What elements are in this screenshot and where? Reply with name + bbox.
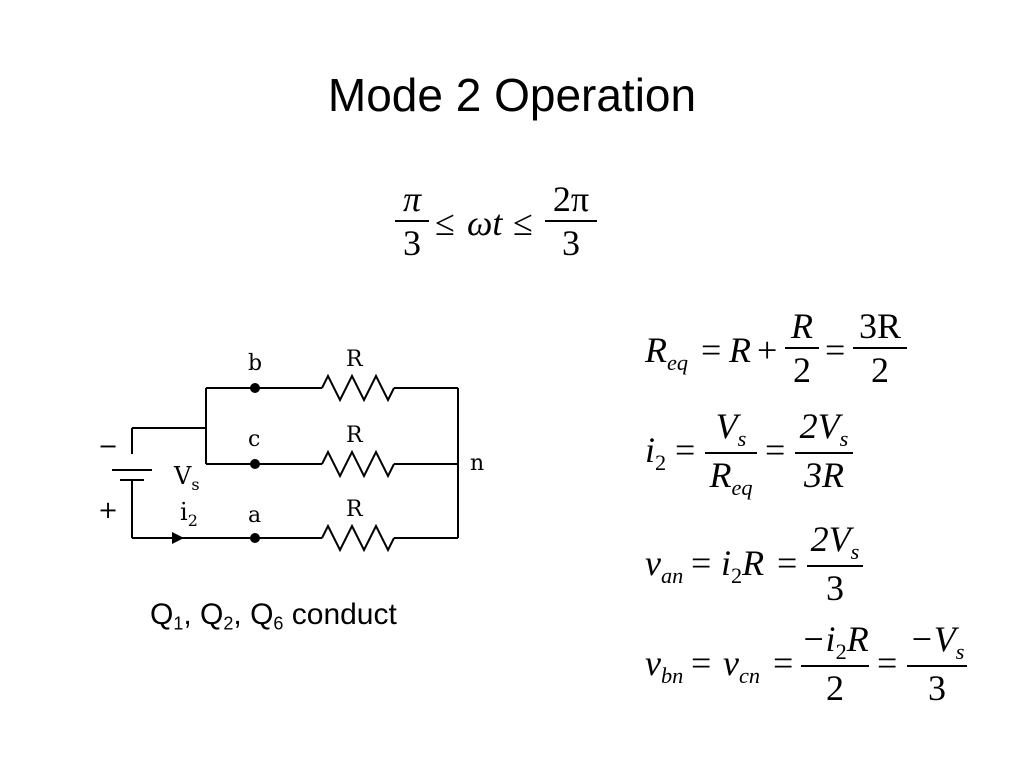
node-b-dot — [250, 383, 260, 393]
resistor-c — [321, 449, 395, 479]
source-plus-sign: + — [98, 496, 118, 524]
vbn-lhs-sub: bn — [660, 662, 684, 688]
van-lhs-sub: an — [660, 562, 684, 588]
req-lhs: R — [645, 330, 667, 370]
vbn-mid-sub: cn — [738, 662, 761, 688]
node-c-label: c — [248, 427, 260, 452]
circuit-diagram: b c a n R R R − + Vs i2 — [98, 347, 484, 553]
van-frac-den: 3 — [826, 567, 844, 608]
caption-q2-sub: 2 — [223, 613, 234, 634]
condition-op-1: ≤ — [435, 203, 455, 243]
van-eq-1: = — [691, 543, 712, 583]
equation-van: van = i2R = 2Vs 3 — [645, 518, 875, 610]
caption-sep-1: , — [183, 598, 201, 631]
i2-frac2-num-sub: s — [839, 425, 849, 451]
source-minus-sign: − — [98, 432, 118, 460]
vbn-lhs: v — [645, 643, 661, 683]
req-frac2-num: 3R — [858, 306, 901, 346]
i2-frac1-den-sub: eq — [731, 474, 753, 500]
slide-title: Mode 2 Operation — [327, 69, 697, 121]
caption-q2: Q — [200, 598, 224, 631]
vbn-frac1-num: −i — [801, 619, 836, 659]
van-lhs: v — [645, 543, 661, 583]
van-frac-num-sub: s — [850, 538, 860, 564]
van-frac-num: 2V — [810, 519, 851, 559]
van-mid: i — [721, 543, 732, 583]
node-n-label: n — [470, 451, 484, 476]
i2-eq-2: = — [765, 430, 786, 470]
vbn-frac2-den: 3 — [928, 667, 946, 708]
van-mid-tail: R — [742, 543, 765, 583]
req-plus: + — [757, 330, 778, 370]
condition-middle: ωt — [467, 203, 503, 243]
i2-lhs-sub: 2 — [655, 449, 667, 475]
i2-frac1-den: R — [709, 454, 732, 495]
caption-q6: Q — [250, 598, 274, 631]
caption-q6-sub: 6 — [273, 613, 284, 634]
node-c-dot — [250, 459, 260, 469]
current-label-main: i — [180, 498, 188, 526]
i2-frac1-num: V — [715, 406, 738, 446]
current-label-sub: 2 — [188, 511, 198, 530]
vbn-eq-3: = — [877, 643, 898, 683]
conducting-switches-caption: Q1, Q2, Q6 conduct — [150, 598, 397, 634]
req-eq-1: = — [701, 330, 722, 370]
condition-rhs-denominator: 3 — [562, 223, 580, 263]
vbn-frac1-den: 2 — [826, 667, 844, 708]
i2-lhs: i — [645, 430, 656, 470]
equation-req: Req = R + R 2 = 3R 2 — [645, 305, 915, 395]
caption-q1-sub: 1 — [173, 613, 184, 634]
condition-lhs-denominator: 3 — [403, 223, 421, 263]
operation-condition: π 3 ≤ ωt ≤ 2π 3 — [395, 178, 610, 273]
caption-q1: Q — [150, 598, 174, 631]
caption-tail: conduct — [283, 598, 397, 631]
vbn-frac1-num-sub: 2 — [835, 638, 847, 664]
node-b-label: b — [248, 351, 262, 376]
van-eq-2: = — [777, 543, 798, 583]
resistor-a — [321, 523, 395, 553]
req-frac1-den: 2 — [793, 350, 811, 390]
source-label: Vs — [173, 462, 200, 494]
vbn-frac2-num: −V — [909, 619, 956, 659]
condition-rhs-numerator: 2π — [552, 179, 590, 219]
req-frac2-den: 2 — [871, 350, 889, 390]
vbn-frac1-num-tail: R — [846, 619, 869, 659]
current-arrow-icon — [172, 532, 184, 544]
req-lhs-sub: eq — [667, 349, 689, 375]
equation-vbn: vbn = vcn = −i2R 2 = −Vs 3 — [645, 618, 975, 710]
vbn-eq-2: = — [773, 643, 794, 683]
req-eq-2: = — [825, 330, 846, 370]
resistor-b — [321, 373, 395, 403]
resistor-c-label: R — [346, 423, 364, 448]
i2-frac1-num-sub: s — [737, 425, 747, 451]
req-frac1-num: R — [791, 306, 813, 346]
node-a-dot — [250, 533, 260, 543]
condition-op-2: ≤ — [513, 203, 533, 243]
resistor-b-label: R — [346, 347, 364, 372]
source-label-main: V — [173, 462, 192, 490]
source-label-sub: s — [191, 475, 199, 494]
vbn-eq-1: = — [691, 643, 712, 683]
i2-eq-1: = — [675, 430, 696, 470]
vbn-frac2-num-sub: s — [955, 638, 965, 664]
node-a-label: a — [248, 503, 261, 528]
resistor-a-label: R — [346, 497, 364, 522]
i2-frac2-num: 2V — [799, 406, 840, 446]
req-term: R — [729, 330, 751, 370]
vbn-mid: v — [723, 643, 739, 683]
current-label: i2 — [180, 498, 198, 530]
i2-frac2-den: 3R — [804, 454, 844, 495]
caption-sep-2: , — [233, 598, 251, 631]
condition-lhs-numerator: π — [402, 179, 422, 219]
equation-i2: i2 = Vs Req = 2Vs 3R — [645, 405, 865, 500]
van-mid-sub: 2 — [731, 562, 743, 588]
